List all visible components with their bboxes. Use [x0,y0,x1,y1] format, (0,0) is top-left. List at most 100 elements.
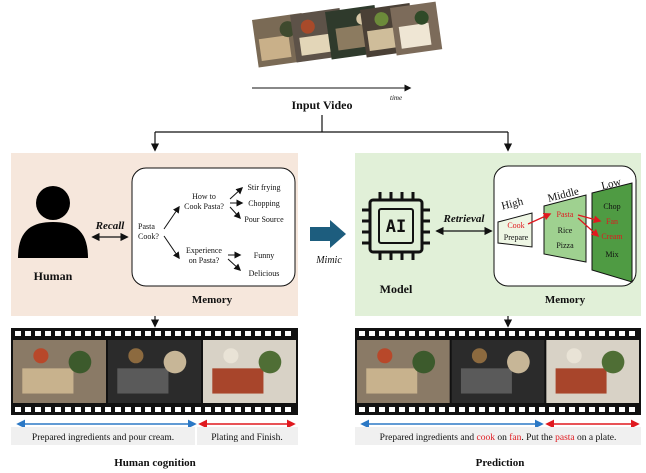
film-sprocket-hole [235,407,241,412]
level-low-item-mix: Mix [605,250,618,259]
ai-chip-text: AI [386,217,406,237]
film-sprocket-hole [409,331,415,336]
film-sprocket-hole [549,331,555,336]
film-sprocket-hole [369,331,375,336]
film-sprocket-hole [125,407,131,412]
film-sprocket-hole [55,407,61,412]
film-sprocket-hole [225,407,231,412]
film-sprocket-hole [469,331,475,336]
caption-part: on [495,433,509,443]
tree-root-line1: Pasta [138,222,155,231]
film-sprocket-hole [449,331,455,336]
level-high-header: High [500,195,525,212]
level-middle-block [543,194,587,263]
film-sprocket-hole [539,331,545,336]
film-sprocket-hole [225,331,231,336]
film-sprocket-hole [145,331,151,336]
level-middle-item-pizza: Pizza [556,241,574,250]
time-axis-label: time [390,94,402,102]
level-low-item-chop: Chop [603,202,620,211]
human-label: Human [34,269,73,283]
film-sprocket-hole [285,407,291,412]
caption-part-highlight: fan [509,432,521,443]
film-sprocket-hole [175,407,181,412]
film-sprocket-hole [449,407,455,412]
film-sprocket-hole [85,331,91,336]
film-sprocket-hole [629,407,635,412]
film-sprocket-hole [599,407,605,412]
level-high-block [497,212,533,248]
film-sprocket-hole [105,331,111,336]
tree-edge [163,205,180,230]
film-sprocket-hole [389,331,395,336]
film-sprocket-hole [35,331,41,336]
film-sprocket-hole [439,331,445,336]
film-sprocket-hole [629,331,635,336]
film-sprocket-hole [115,331,121,336]
film-sprocket-hole [569,331,575,336]
prediction-label: Prediction [476,457,525,469]
film-sprocket-hole [379,331,385,336]
film-sprocket-hole [579,407,585,412]
film-sprocket-hole [399,331,405,336]
tree-leaf: Funny [254,251,274,260]
film-sprocket-hole [419,331,425,336]
film-sprocket-hole [609,407,615,412]
film-sprocket-hole [489,331,495,336]
film-sprocket-hole [55,331,61,336]
film-sprocket-hole [145,407,151,412]
model-caption: Prepared ingredients and cook on fan. Pu… [380,432,617,443]
film-sprocket-hole [509,407,515,412]
film-sprocket-hole [245,331,251,336]
film-sprocket-hole [439,407,445,412]
film-sprocket-hole [569,407,575,412]
tree-branch-2-line2: on Pasta? [189,256,220,265]
film-sprocket-hole [409,407,415,412]
level-low-item-cream: Cream [601,232,623,241]
film-frame [451,340,545,403]
tree-leaf: Pour Source [244,215,284,224]
human-film-strip [11,328,298,415]
caption-part-highlight: cook [476,433,495,443]
film-sprocket-hole [25,407,31,412]
film-sprocket-hole [265,407,271,412]
film-sprocket-hole [255,331,261,336]
film-frame [203,340,296,403]
film-sprocket-hole [275,331,281,336]
model-label: Model [380,282,413,296]
film-sprocket-hole [609,331,615,336]
film-sprocket-hole [105,407,111,412]
film-sprocket-hole [559,331,565,336]
film-sprocket-hole [205,331,211,336]
film-sprocket-hole [215,331,221,336]
film-sprocket-hole [275,407,281,412]
film-frame [108,340,201,403]
link-pasta-to-cream [577,217,600,238]
film-sprocket-hole [75,331,81,336]
film-sprocket-hole [135,331,141,336]
tree-leaf: Chopping [248,199,280,208]
caption-part: . Put the [521,433,555,443]
film-sprocket-hole [75,407,81,412]
film-sprocket-hole [399,407,405,412]
film-sprocket-hole [619,331,625,336]
film-sprocket-hole [195,331,201,336]
film-sprocket-hole [499,331,505,336]
tree-branch-1-line2: Cook Pasta? [184,202,224,211]
film-sprocket-hole [165,331,171,336]
film-sprocket-hole [459,331,465,336]
film-sprocket-hole [185,407,191,412]
level-high-item-cook: Cook [507,221,524,230]
caption-part: on a plate. [575,433,617,443]
tree-leaf: Delicious [249,269,280,278]
film-sprocket-hole [95,407,101,412]
film-sprocket-hole [359,331,365,336]
caption-part-highlight: pasta [555,433,575,443]
film-sprocket-hole [15,407,21,412]
level-low-block [591,182,633,283]
film-sprocket-hole [45,331,51,336]
mimic-arrow [310,220,346,248]
film-sprocket-hole [559,407,565,412]
film-sprocket-hole [539,407,545,412]
film-sprocket-hole [65,331,71,336]
